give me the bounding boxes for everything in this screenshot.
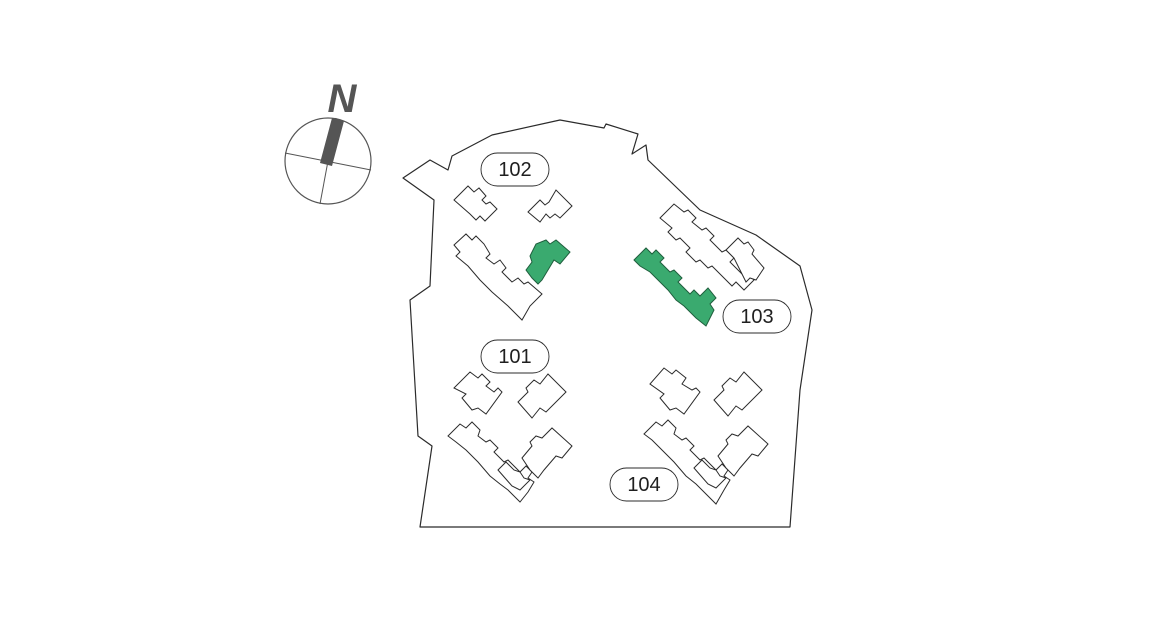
section-104-label[interactable]: 104 [609,467,679,502]
section-101-label[interactable]: 101 [480,339,550,374]
compass-north-label: N [328,77,358,121]
section-102-label[interactable]: 102 [480,152,550,187]
building[interactable] [693,459,727,489]
building[interactable] [453,185,498,222]
building[interactable] [517,373,567,419]
compass: N [284,77,372,205]
section-label-text: 102 [498,159,531,181]
north-arrow-icon [320,118,344,166]
section-label-text: 103 [740,306,773,328]
building[interactable] [527,189,573,223]
building[interactable] [453,233,543,321]
section-101-buildings [447,371,573,503]
compass-ring-icon [284,117,372,205]
section-103-buildings [633,203,765,327]
section-label-text: 104 [627,474,660,496]
section-102-buildings [453,185,573,321]
building-selected[interactable] [525,239,571,285]
section-label-text: 101 [498,346,531,368]
building-selected[interactable] [633,247,717,327]
section-104-buildings [643,367,769,505]
building[interactable] [497,461,531,491]
building[interactable] [725,237,765,283]
section-103-label[interactable]: 103 [722,299,792,334]
building[interactable] [521,427,573,479]
site-boundary [402,119,813,528]
building[interactable] [713,371,763,417]
building[interactable] [453,371,503,415]
building[interactable] [717,425,769,477]
building[interactable] [649,367,701,415]
